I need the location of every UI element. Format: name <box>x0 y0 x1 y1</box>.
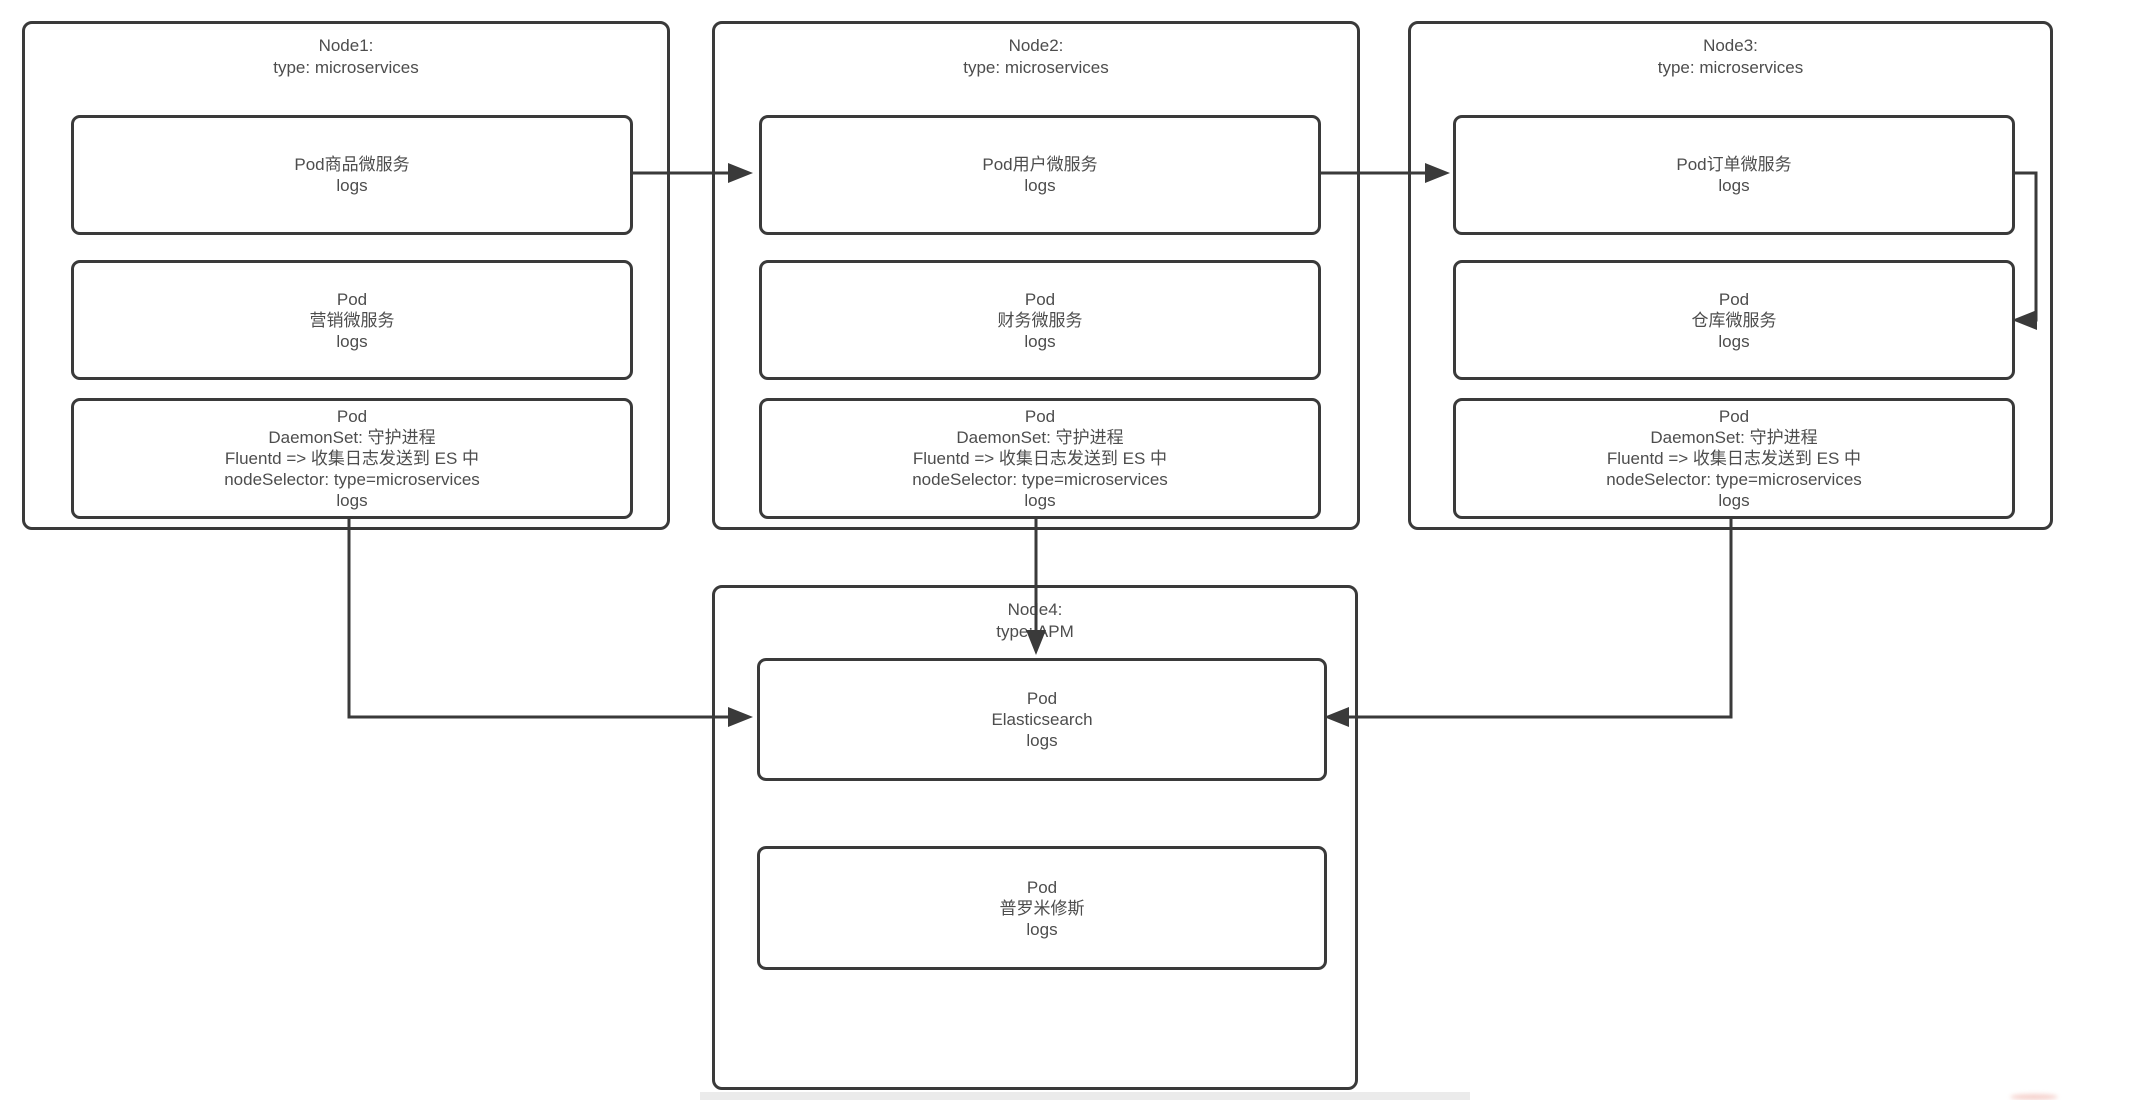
pod-elasticsearch-line3: logs <box>1026 731 1058 750</box>
pod-daemonset2-line5: logs <box>1024 491 1056 510</box>
pod-daemonset3-line2: DaemonSet: 守护进程 <box>1650 428 1818 447</box>
pod-daemonset-fluentd-2: Pod DaemonSet: 守护进程 Fluentd => 收集日志发送到 E… <box>759 398 1321 519</box>
pod-daemonset-fluentd-3: Pod DaemonSet: 守护进程 Fluentd => 收集日志发送到 E… <box>1453 398 2015 519</box>
pod-finance-line3: logs <box>1024 331 1056 351</box>
node4-box: Node4: type: APM Pod Elasticsearch logs … <box>712 585 1358 1090</box>
pod-marketing-line1: Pod <box>336 289 368 309</box>
pod-marketing-line2: 营销微服务 <box>309 310 395 330</box>
pod-warehouse-line3: logs <box>1718 331 1750 351</box>
pod-elasticsearch-line1: Pod <box>1026 689 1058 708</box>
pod-daemonset1-line3: Fluentd => 收集日志发送到 ES 中 <box>224 449 480 468</box>
pod-daemonset1-line5: logs <box>336 491 368 510</box>
edge-daemonset1-to-elasticsearch <box>347 516 753 727</box>
pod-finance-line2: 财务微服务 <box>997 310 1083 330</box>
node4-title-line1: Node4: <box>1007 600 1063 619</box>
pod-daemonset2-line1: Pod <box>1024 407 1056 426</box>
pod-warehouse-line1: Pod <box>1718 289 1750 309</box>
pod-daemonset1-line1: Pod <box>336 407 368 426</box>
pod-daemonset1-line2: DaemonSet: 守护进程 <box>268 428 436 447</box>
pod-prometheus-line3: logs <box>1026 919 1058 939</box>
pod-product-line2: logs <box>336 176 368 195</box>
node1-box: Node1: type: microservices Pod商品微服务 logs… <box>22 21 670 530</box>
pod-user-line1: Pod用户微服务 <box>982 155 1098 174</box>
bottom-shadow-strip <box>700 1092 1470 1100</box>
pod-user-line2: logs <box>1024 176 1056 195</box>
pod-user-service: Pod用户微服务 logs <box>759 115 1321 235</box>
pod-daemonset2-line4: nodeSelector: type=microservices <box>912 470 1168 489</box>
pod-daemonset-fluentd-1: Pod DaemonSet: 守护进程 Fluentd => 收集日志发送到 E… <box>71 398 633 519</box>
pod-daemonset1-line4: nodeSelector: type=microservices <box>224 470 480 489</box>
pod-warehouse-service: Pod 仓库微服务 logs <box>1453 260 2015 380</box>
node1-title: Node1: type: microservices <box>25 35 667 79</box>
pod-order-line2: logs <box>1718 176 1750 195</box>
pod-prometheus-line2: 普罗米修斯 <box>999 898 1085 918</box>
node1-title-line2: type: microservices <box>273 58 419 77</box>
pod-prometheus: Pod 普罗米修斯 logs <box>757 846 1327 970</box>
node2-title: Node2: type: microservices <box>715 35 1357 79</box>
pod-daemonset3-line1: Pod <box>1718 407 1750 426</box>
pink-smudge-artifact <box>2010 1094 2058 1100</box>
pod-marketing-line3: logs <box>336 331 368 351</box>
pod-daemonset2-line2: DaemonSet: 守护进程 <box>956 428 1124 447</box>
node3-title: Node3: type: microservices <box>1411 35 2050 79</box>
pod-finance-line1: Pod <box>1024 289 1056 309</box>
node1-title-line1: Node1: <box>318 36 374 55</box>
pod-elasticsearch: Pod Elasticsearch logs <box>757 658 1327 781</box>
node2-title-line2: type: microservices <box>963 58 1109 77</box>
pod-prometheus-line1: Pod <box>1026 877 1058 897</box>
node2-box: Node2: type: microservices Pod用户微服务 logs… <box>712 21 1360 530</box>
node4-title-line2: type: APM <box>996 622 1074 641</box>
pod-order-line1: Pod订单微服务 <box>1676 155 1792 174</box>
node3-box: Node3: type: microservices Pod订单微服务 logs… <box>1408 21 2053 530</box>
edge-daemonset3-to-elasticsearch <box>1324 516 1733 727</box>
node4-title: Node4: type: APM <box>715 599 1355 643</box>
node2-title-line1: Node2: <box>1008 36 1064 55</box>
pod-order-service: Pod订单微服务 logs <box>1453 115 2015 235</box>
pod-product-line1: Pod商品微服务 <box>294 155 410 174</box>
pod-product-service: Pod商品微服务 logs <box>71 115 633 235</box>
pod-marketing-service: Pod 营销微服务 logs <box>71 260 633 380</box>
pod-finance-service: Pod 财务微服务 logs <box>759 260 1321 380</box>
pod-daemonset2-line3: Fluentd => 收集日志发送到 ES 中 <box>912 449 1168 468</box>
pod-warehouse-line2: 仓库微服务 <box>1691 310 1777 330</box>
pod-elasticsearch-line2: Elasticsearch <box>991 710 1093 729</box>
pod-daemonset3-line3: Fluentd => 收集日志发送到 ES 中 <box>1606 449 1862 468</box>
pod-daemonset3-line5: logs <box>1718 491 1750 510</box>
node3-title-line2: type: microservices <box>1657 58 1804 77</box>
pod-daemonset3-line4: nodeSelector: type=microservices <box>1606 470 1862 489</box>
node3-title-line1: Node3: <box>1703 36 1758 55</box>
